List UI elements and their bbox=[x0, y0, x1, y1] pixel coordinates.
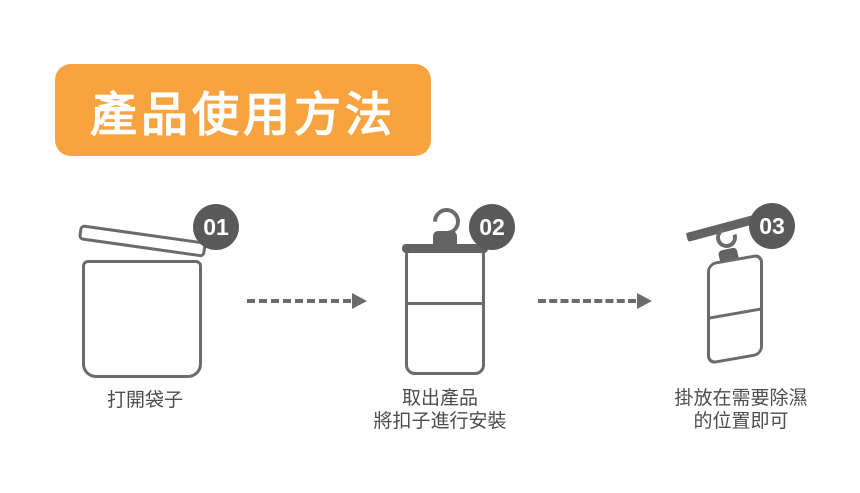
arrow-2-dashed-line bbox=[538, 299, 636, 303]
pouch-divider-line bbox=[406, 302, 484, 305]
tilted-pouch-group bbox=[707, 253, 763, 365]
pouch-body-shape bbox=[405, 245, 485, 375]
step-1-caption-line-1: 打開袋子 bbox=[106, 390, 183, 411]
bag-lid-shape bbox=[77, 224, 207, 258]
step-3-caption-line-2: 的位置即可 bbox=[693, 411, 789, 432]
title-banner: 產品使用方法 bbox=[55, 64, 431, 156]
step-2-caption: 取出產品 將扣子進行安裝 bbox=[355, 387, 525, 433]
buckle-bar-shape bbox=[402, 244, 488, 253]
step-3-number: 03 bbox=[759, 212, 785, 239]
step-2-number: 02 bbox=[479, 213, 505, 240]
step-1-caption: 打開袋子 bbox=[62, 389, 228, 412]
step-3-caption: 掛放在需要除濕 的位置即可 bbox=[653, 387, 829, 433]
step-3-caption-line-1: 掛放在需要除濕 bbox=[674, 388, 808, 409]
step-3-badge: 03 bbox=[749, 203, 795, 249]
arrow-2-head-icon bbox=[637, 293, 652, 309]
page-title: 產品使用方法 bbox=[90, 87, 396, 141]
arrow-1-dashed-line bbox=[247, 299, 351, 303]
step-1-number: 01 bbox=[203, 213, 229, 240]
arrow-1-head-icon bbox=[352, 293, 367, 309]
step-2-caption-line-1: 取出產品 bbox=[401, 388, 478, 409]
step-2-caption-line-2: 將扣子進行安裝 bbox=[373, 411, 507, 432]
buckle-knob-shape bbox=[433, 231, 457, 246]
bag-body-shape bbox=[82, 260, 202, 378]
step-2-badge: 02 bbox=[469, 204, 515, 250]
step-1-badge: 01 bbox=[193, 204, 239, 250]
